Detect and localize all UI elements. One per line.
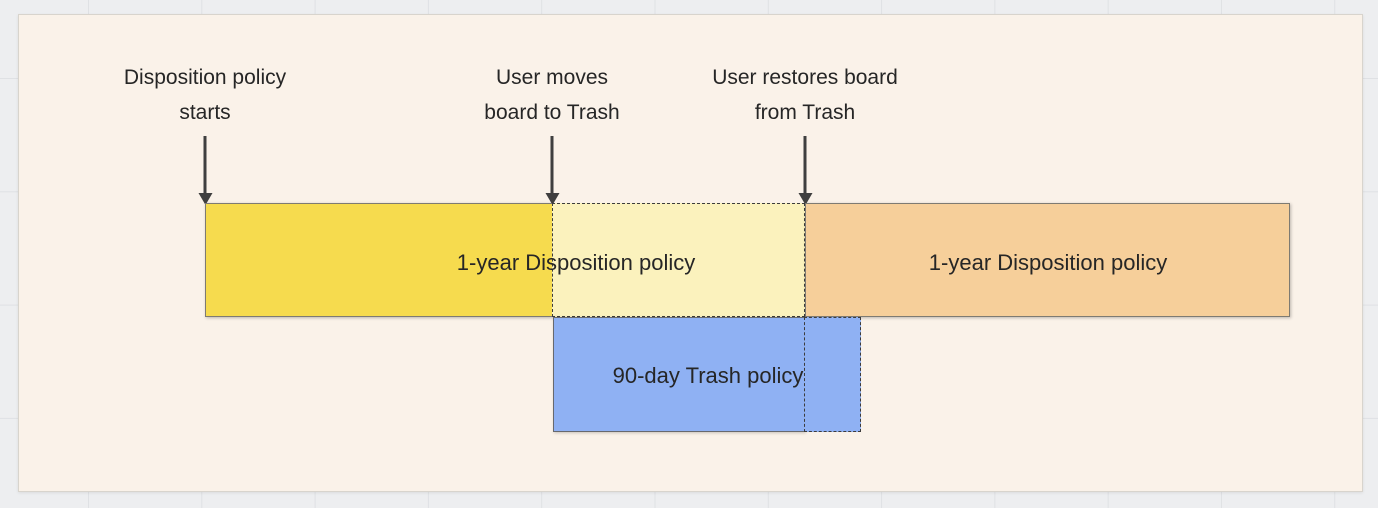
arrowhead-icon <box>545 193 559 205</box>
event-label-policy-starts: Disposition policy starts <box>124 60 286 130</box>
trash-policy-caption: 90-day Trash policy <box>612 363 804 388</box>
disposition-policy-caption-1: 1-year Disposition policy <box>456 250 696 275</box>
arrowhead-icon <box>198 193 212 205</box>
arrowhead-icon <box>798 193 812 205</box>
bar-disposition-after-restore <box>805 203 1290 317</box>
event-label-line: Disposition policy <box>123 66 287 89</box>
down-arrow-icon <box>545 136 559 205</box>
bar-trash-policy-remainder <box>804 317 861 432</box>
bar-disposition-paused-in-trash <box>552 203 805 317</box>
event-label-line: User restores board <box>712 66 898 89</box>
event-label-line: from Trash <box>754 101 856 124</box>
bar-disposition-active <box>205 203 553 317</box>
event-label-line: board to Trash <box>484 101 620 124</box>
event-label-move-to-trash: User moves board to Trash <box>484 60 619 130</box>
down-arrow-icon <box>798 136 812 205</box>
down-arrow-icon <box>198 136 212 205</box>
event-label-line: starts <box>179 101 231 124</box>
bar-trash-policy <box>553 317 805 432</box>
event-label-restore-from-trash: User restores board from Trash <box>712 60 898 130</box>
disposition-policy-caption-2: 1-year Disposition policy <box>928 250 1168 275</box>
event-label-line: User moves <box>495 66 609 89</box>
